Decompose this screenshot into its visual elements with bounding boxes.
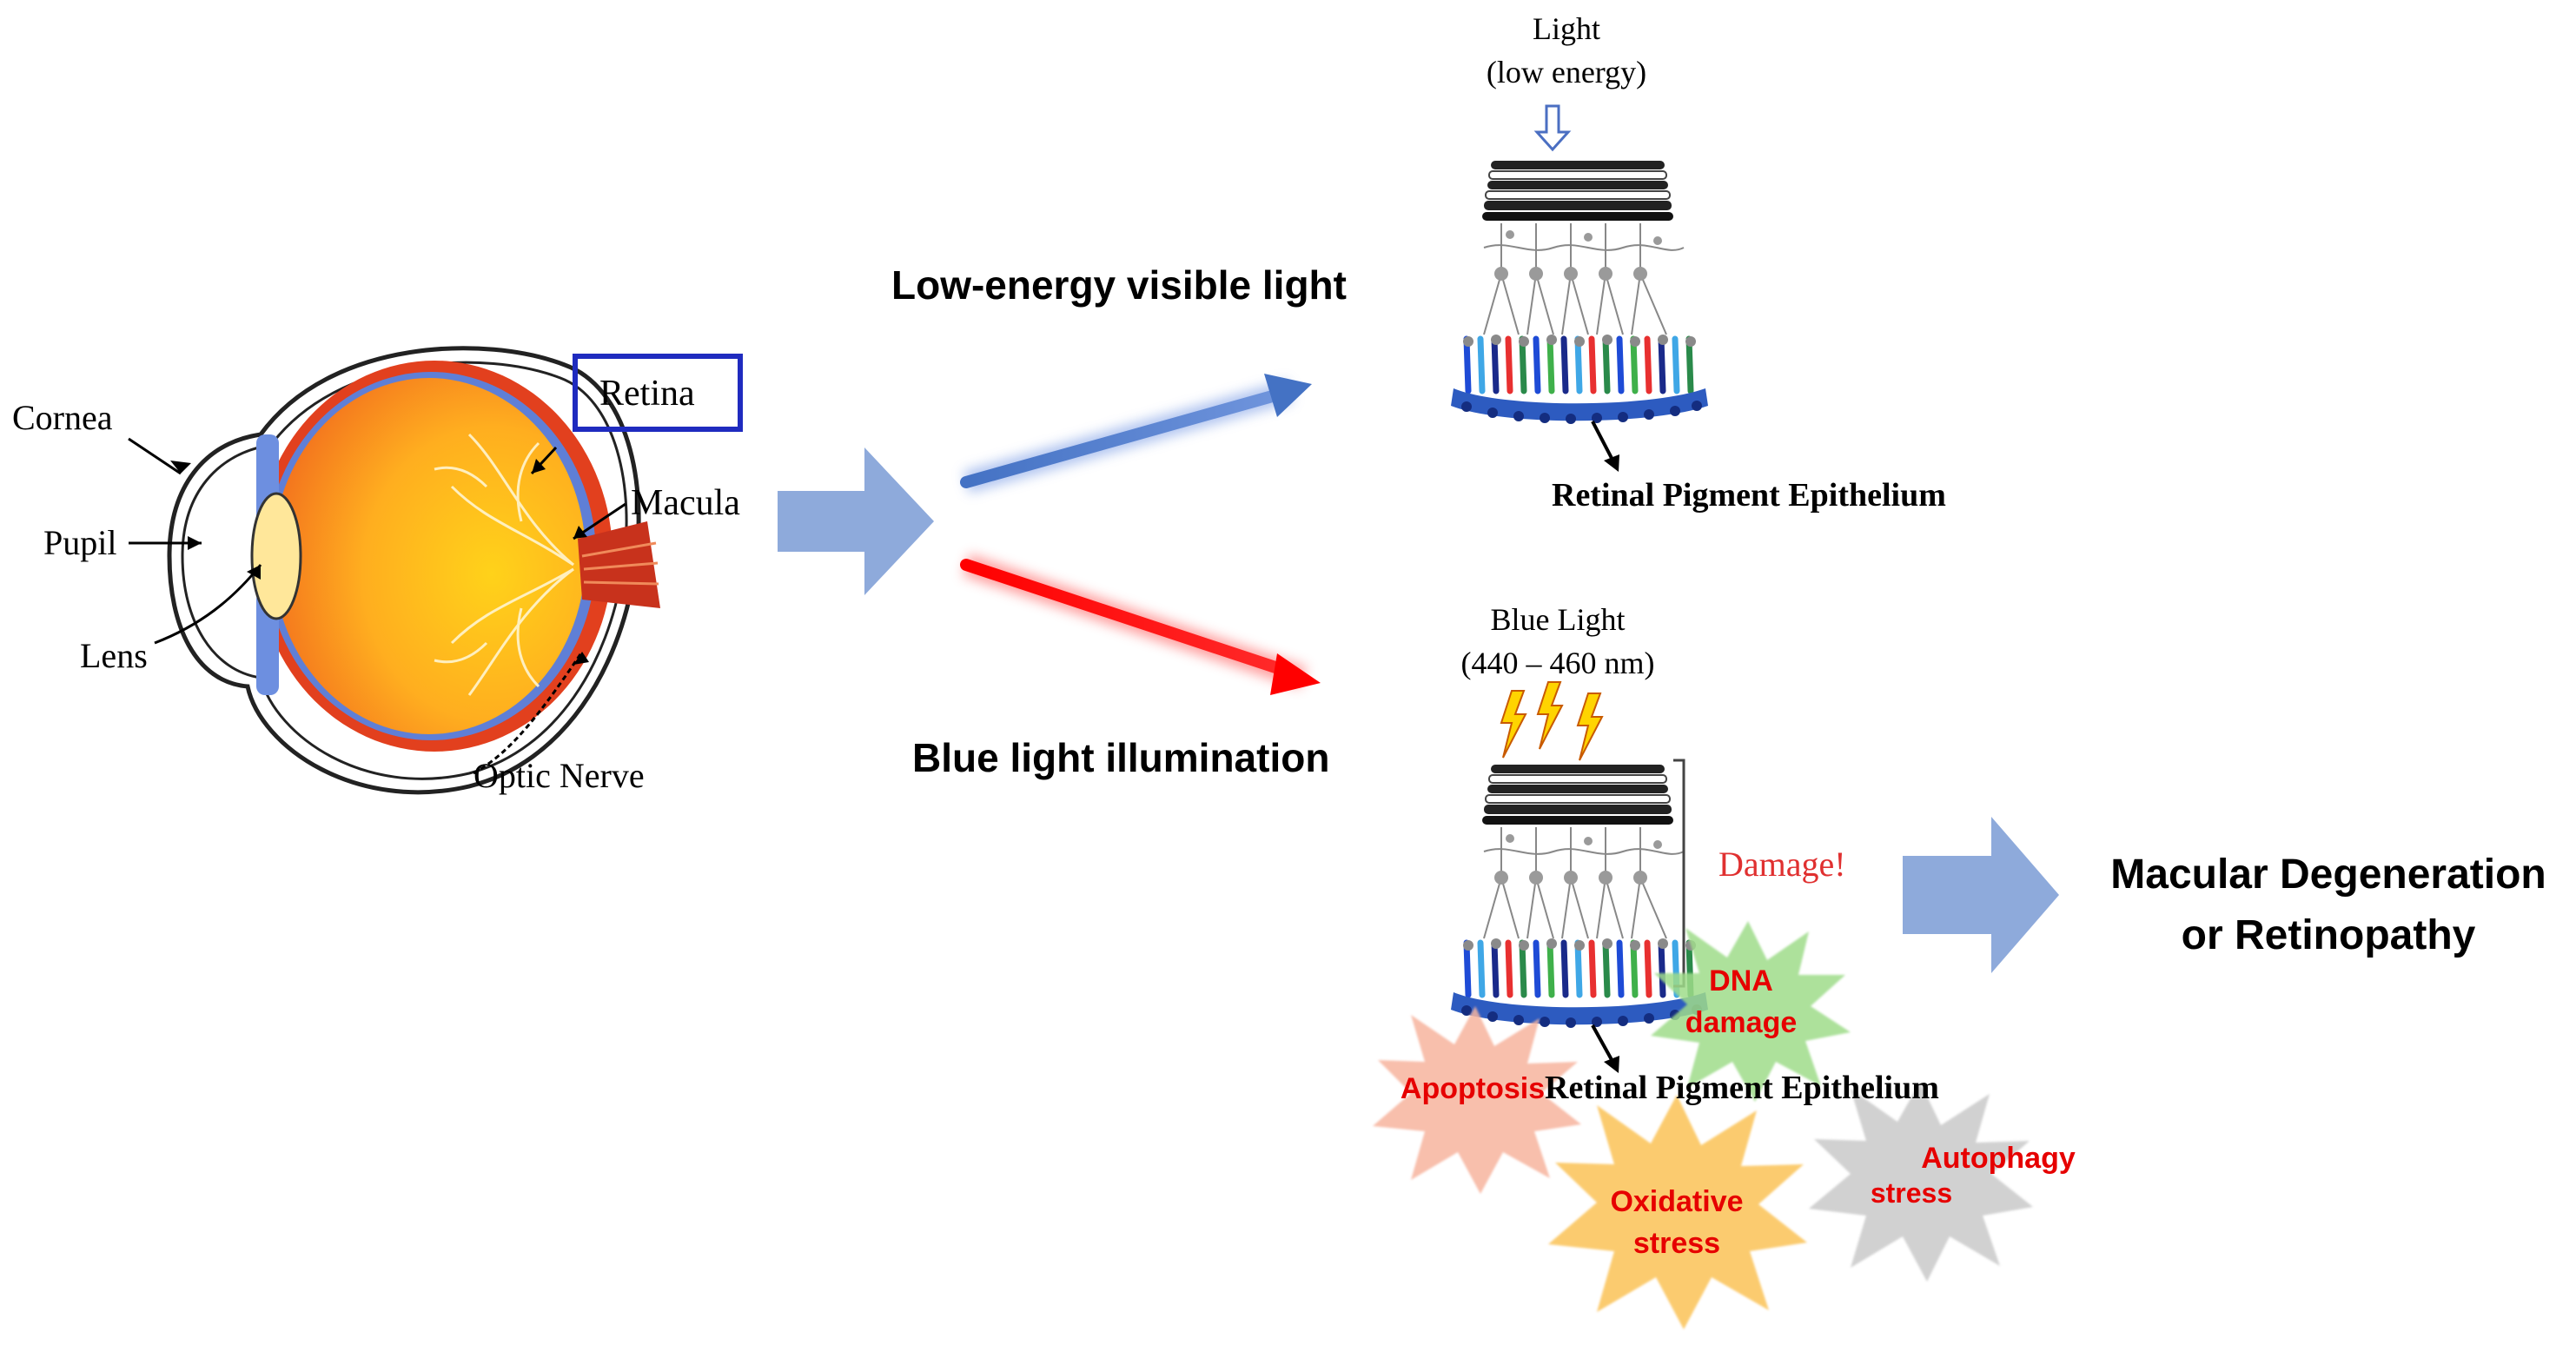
bottom-light-label: Blue Light	[1491, 602, 1626, 637]
top-light-arrow-icon	[1533, 104, 1572, 152]
label-lens: Lens	[80, 636, 148, 675]
damage-label: Damage!	[1718, 845, 1846, 884]
apoptosis-burst	[1373, 1006, 1581, 1194]
outcome-line-2: or Retinopathy	[2182, 912, 2476, 958]
big-arrow-center	[778, 447, 934, 595]
oxidative-stress-text-2: stress	[1633, 1227, 1720, 1260]
apoptosis-text: Apoptosis	[1401, 1072, 1545, 1105]
dna-damage-text-1: DNA	[1709, 964, 1773, 997]
autophagy-stress-text-1: Autophagy	[1921, 1142, 2076, 1175]
top-light-label: Light	[1533, 11, 1600, 46]
retina-highlight-box	[573, 354, 743, 432]
big-arrow-right	[1903, 817, 2059, 973]
red-path-arrow	[960, 553, 1321, 695]
outcome-line-1: Macular Degeneration	[2110, 852, 2546, 898]
bottom-rpe-label: Retinal Pigment Epithelium	[1545, 1070, 1939, 1106]
oxidative-stress-burst	[1548, 1095, 1807, 1329]
dna-damage-text-2: damage	[1685, 1006, 1798, 1039]
dna-damage-burst	[1651, 921, 1851, 1102]
autophagy-stress-burst	[1809, 1082, 2033, 1282]
autophagy-stress-text-2: stress	[1871, 1177, 1952, 1209]
label-cornea: Cornea	[12, 398, 113, 437]
path-label-low-energy: Low-energy visible light	[891, 262, 1347, 308]
path-label-blue-light: Blue light illumination	[912, 735, 1329, 780]
bottom-light-sublabel: (440 – 460 nm)	[1461, 646, 1655, 680]
label-retina: Retina	[599, 374, 695, 414]
blue-path-arrow	[960, 374, 1312, 494]
label-pupil: Pupil	[43, 523, 116, 562]
top-rpe-label: Retinal Pigment Epithelium	[1552, 477, 1946, 514]
lightning-bolt-icons	[1500, 681, 1604, 761]
label-macula: Macula	[631, 483, 740, 523]
top-light-sublabel: (low energy)	[1487, 55, 1646, 89]
top-retina-layers	[1451, 161, 1708, 472]
label-optic-nerve: Optic Nerve	[473, 756, 645, 795]
bottom-retina-layers	[1451, 765, 1708, 1073]
eye-illustration	[128, 346, 660, 795]
oxidative-stress-text-1: Oxidative	[1610, 1185, 1743, 1218]
